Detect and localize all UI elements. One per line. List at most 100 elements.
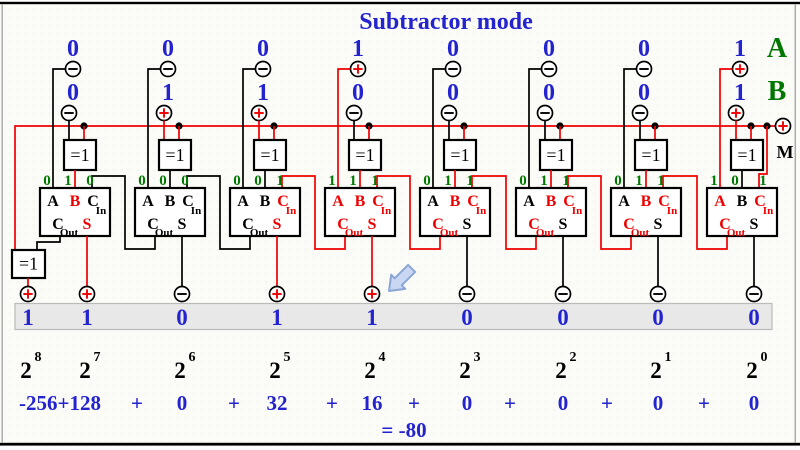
adder-cin-value: 1 — [657, 173, 665, 189]
a-input-wire — [337, 68, 351, 188]
xor-gate-box — [538, 138, 574, 172]
adder-b-in-value: 0 — [254, 173, 262, 189]
input-b-toggle[interactable] — [345, 104, 363, 122]
adder-port-cin: C — [467, 193, 479, 210]
adder-port-cin-sub: In — [667, 205, 677, 217]
input-a-value: 1 — [734, 36, 746, 62]
adder-port-b: B — [165, 193, 176, 210]
value-term: 0 — [749, 391, 760, 415]
adder-port-a: A — [523, 193, 535, 210]
adder-port-s: S — [368, 216, 377, 233]
adder-a-in-value: 1 — [328, 173, 336, 189]
xor-gate-label: =1 — [737, 145, 756, 165]
plus-operator: + — [131, 391, 143, 415]
adder-port-cout: C — [719, 216, 731, 233]
xor-gate-box — [62, 138, 98, 172]
power-base: 2 — [459, 358, 471, 383]
input-a-toggle[interactable] — [635, 60, 653, 78]
power-base: 2 — [555, 358, 567, 383]
adder-port-cout-sub: Out — [440, 227, 459, 239]
input-b-toggle[interactable] — [60, 104, 78, 122]
carry-wire-bit6-to-bit7 — [91, 175, 156, 250]
adder-port-s: S — [178, 216, 187, 233]
input-a-value: 0 — [257, 36, 269, 62]
adder-port-cin: C — [754, 193, 766, 210]
input-b-value: 1 — [162, 80, 174, 106]
value-term: 0 — [653, 391, 664, 415]
adder-port-a: A — [332, 193, 344, 210]
sum-bit-2: 0 — [557, 305, 569, 330]
adder-a-in-value: 0 — [233, 173, 241, 189]
place-value-0: 2 0 — [746, 350, 767, 383]
input-a-value: 0 — [638, 36, 650, 62]
power-base: 2 — [746, 358, 758, 383]
place-value-1: 2 1 — [650, 350, 671, 383]
power-base: 2 — [20, 358, 32, 383]
adder-port-b: B — [450, 193, 461, 210]
a-input-wire — [528, 68, 542, 188]
input-b-value: 1 — [257, 80, 269, 106]
xor-gate-box — [729, 138, 765, 172]
input-a-toggle[interactable] — [254, 60, 272, 78]
full-adder-box — [228, 186, 302, 238]
xor-gate-box — [442, 138, 478, 172]
input-a-toggle[interactable] — [540, 60, 558, 78]
input-b-toggle[interactable] — [536, 104, 554, 122]
input-a-toggle[interactable] — [64, 60, 82, 78]
input-a-toggle[interactable] — [349, 60, 367, 78]
a-input-wire — [719, 68, 733, 188]
bit-column-6: 0 1 =1 0 0 0 A B C In C Out S — [133, 36, 207, 303]
input-b-toggle[interactable] — [727, 104, 745, 122]
sum-out-indicator — [649, 285, 667, 303]
xor-gate-label: =1 — [165, 145, 184, 165]
adder-port-s: S — [273, 216, 282, 233]
full-adder-box — [38, 186, 112, 238]
input-b-toggle[interactable] — [250, 104, 268, 122]
adder-port-a: A — [618, 193, 630, 210]
mode-label: M — [777, 142, 794, 162]
adder-port-cout: C — [337, 216, 349, 233]
adder-port-cin: C — [563, 193, 575, 210]
input-a-toggle[interactable] — [444, 60, 462, 78]
xor-gate-box — [633, 138, 669, 172]
adder-b-in-value: 1 — [349, 173, 357, 189]
xor-gate-label: =1 — [19, 254, 38, 274]
full-adder-box — [514, 186, 588, 238]
adder-port-b: B — [260, 193, 271, 210]
power-exponent: 7 — [94, 350, 101, 365]
adder-port-a: A — [714, 193, 726, 210]
sum-out-indicator — [363, 285, 381, 303]
power-exponent: 8 — [35, 350, 42, 365]
input-a-toggle[interactable] — [731, 60, 749, 78]
adder-port-a: A — [237, 193, 249, 210]
xor-gate-label: =1 — [70, 145, 89, 165]
input-a-toggle[interactable] — [159, 60, 177, 78]
input-b-value: 0 — [447, 80, 459, 106]
adder-cin-value: 1 — [371, 173, 379, 189]
sum-out-indicator — [268, 285, 286, 303]
input-b-toggle[interactable] — [440, 104, 458, 122]
adder-port-cin: C — [658, 193, 670, 210]
sum-out-indicator — [554, 285, 572, 303]
adder-port-s: S — [463, 216, 472, 233]
input-b-value: 0 — [67, 80, 79, 106]
place-value-3: 2 3 — [459, 350, 480, 383]
adder-port-cout-sub: Out — [155, 227, 174, 239]
input-b-toggle[interactable] — [155, 104, 173, 122]
adder-b-in-value: 0 — [731, 173, 739, 189]
value-term: 16 — [362, 391, 383, 415]
input-b-toggle[interactable] — [631, 104, 649, 122]
mode-to-cin-wire — [758, 126, 768, 188]
adder-port-a: A — [47, 193, 59, 210]
adder-port-s: S — [83, 216, 92, 233]
carry-wire-bit3-to-bit4 — [376, 175, 441, 250]
sum-out-indicator — [745, 285, 763, 303]
adder-b-in-value: 1 — [444, 173, 452, 189]
bit-column-0: 1 1 =1 1 0 1 A B C In C Out S — [705, 36, 779, 303]
full-adder-box — [133, 186, 207, 238]
bit-column-7: 0 0 =1 0 1 0 A B C In C Out S — [38, 36, 112, 303]
mode-toggle[interactable] — [774, 117, 792, 135]
xor-gate-label: =1 — [260, 145, 279, 165]
sum-bit-4: 1 — [366, 305, 378, 330]
adder-port-b: B — [737, 193, 748, 210]
